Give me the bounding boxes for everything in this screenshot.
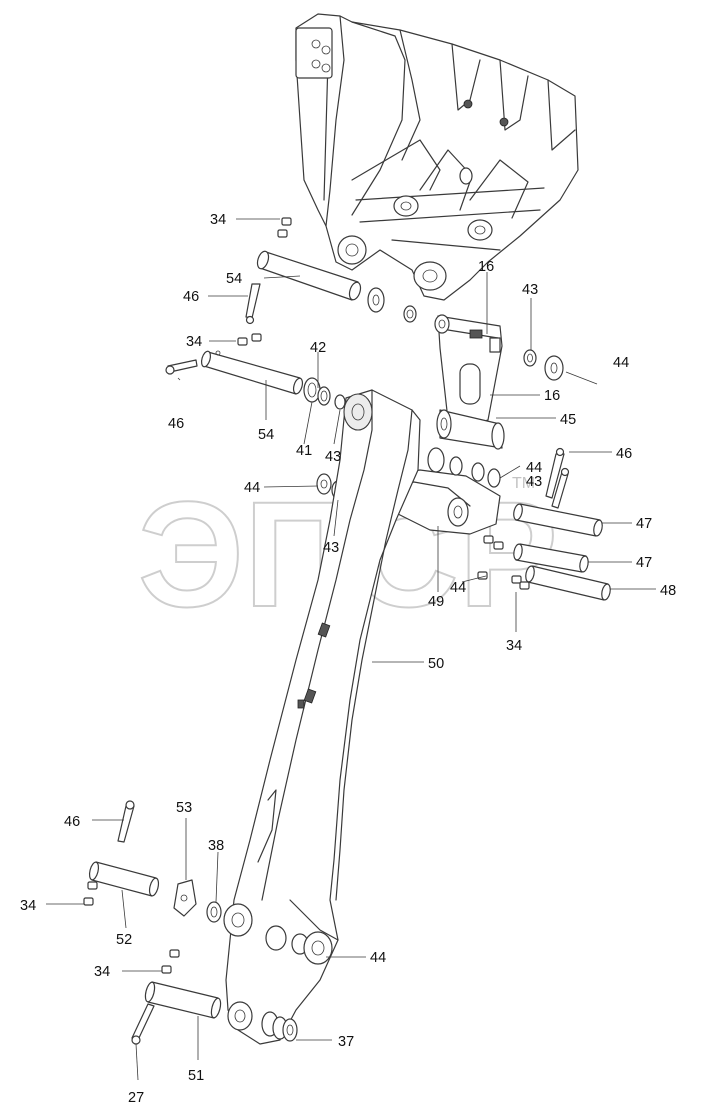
callout-44-rocker: 44 <box>450 580 466 596</box>
callout-45: 45 <box>560 412 576 428</box>
callout-53: 53 <box>176 800 192 816</box>
callout-44-lower: 44 <box>370 950 386 966</box>
callout-44-center: 44 <box>526 460 542 476</box>
pin-51 <box>144 981 222 1019</box>
callout-43-center: 43 <box>526 474 542 490</box>
bolts-46-right <box>545 447 570 509</box>
callout-47-upper: 47 <box>636 516 652 532</box>
washer-38 <box>206 901 222 923</box>
left-pin-54 <box>200 350 304 395</box>
callout-34-left: 34 <box>186 334 202 350</box>
link-16 <box>434 314 503 427</box>
callout-52: 52 <box>116 932 132 948</box>
washer-upper <box>367 287 417 323</box>
callout-51: 51 <box>188 1068 204 1084</box>
plate-53 <box>173 879 197 917</box>
bucket <box>295 13 579 301</box>
callout-54-upper: 54 <box>226 271 242 287</box>
callout-43-mid: 43 <box>325 449 341 465</box>
callout-34-right: 34 <box>506 638 522 654</box>
upper-pin-54 <box>256 250 362 301</box>
arm-50 <box>223 389 421 1045</box>
callout-46-left: 46 <box>168 416 184 432</box>
callout-50: 50 <box>428 656 444 672</box>
nut-34a <box>277 217 292 238</box>
bolt-46d <box>117 800 135 843</box>
nuts-34-right <box>477 535 530 590</box>
callout-47-lower: 47 <box>636 555 652 571</box>
callout-44-right: 44 <box>613 355 629 371</box>
pin-48 <box>525 565 611 601</box>
callout-49: 49 <box>428 594 444 610</box>
callout-41: 41 <box>296 443 312 459</box>
washers-43-44-right <box>523 349 564 381</box>
bolt-46b <box>165 359 198 375</box>
callout-27: 27 <box>128 1090 144 1106</box>
callout-34-bottom: 34 <box>94 964 110 980</box>
callout-34-upper: 34 <box>210 212 226 228</box>
watermark-tm: TM <box>512 475 535 492</box>
callout-34-lower-left: 34 <box>20 898 36 914</box>
callout-16-top: 16 <box>478 259 494 275</box>
callout-labels: 34 54 46 34 46 42 54 41 43 44 43 16 43 4… <box>20 212 676 1106</box>
nut-34b <box>237 333 262 346</box>
callout-37: 37 <box>338 1034 354 1050</box>
leader-lines <box>46 218 656 1081</box>
link-45 <box>436 409 505 450</box>
end-fitting-37 <box>261 1011 298 1042</box>
nuts-34-lower-left <box>83 881 180 974</box>
callout-42: 42 <box>310 340 326 356</box>
callout-46-upper: 46 <box>183 289 199 305</box>
callout-44-left: 44 <box>244 480 260 496</box>
callout-54-left: 54 <box>258 427 274 443</box>
callout-48: 48 <box>660 583 676 599</box>
callout-46-lower: 46 <box>64 814 80 830</box>
callout-46-right: 46 <box>616 446 632 462</box>
callout-43-right: 43 <box>522 282 538 298</box>
bolt-27 <box>131 1003 155 1045</box>
pin-52 <box>88 861 160 897</box>
pin-47b <box>513 543 589 573</box>
pin-47a <box>513 503 603 537</box>
bolt-46a <box>245 283 261 325</box>
callout-16-mid: 16 <box>544 388 560 404</box>
callout-43-lower: 43 <box>323 540 339 556</box>
callout-38: 38 <box>208 838 224 854</box>
